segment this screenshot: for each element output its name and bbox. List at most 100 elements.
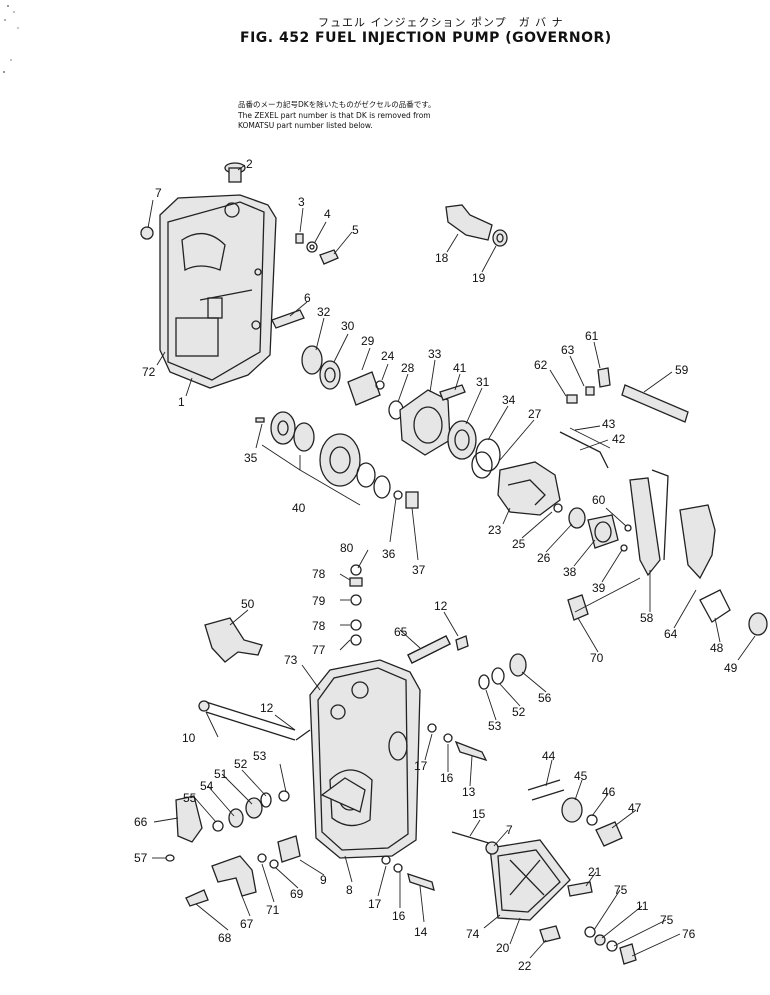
callout-69: 69 [290,887,304,901]
callout-56: 56 [538,691,552,705]
leader-lines [147,164,756,959]
callout-47: 47 [628,801,642,815]
callout-78a: 78 [312,567,326,581]
callout-24: 24 [381,349,395,363]
callout-21: 21 [588,865,602,879]
callout-4: 4 [324,207,331,221]
callout-73: 73 [284,653,298,667]
callout-40: 40 [292,501,306,515]
callout-57: 57 [134,851,148,865]
figure-title: FIG. 452 FUEL INJECTION PUMP (GOVERNOR) [240,30,612,46]
governor-lever-linkage [559,367,768,636]
callout-31: 31 [476,375,490,389]
callout-36: 36 [382,547,396,561]
callout-6: 6 [304,291,311,305]
callout-43: 43 [602,417,616,431]
callout-51: 51 [214,767,228,781]
callout-72: 72 [142,365,156,379]
callout-50: 50 [241,597,255,611]
callout-20: 20 [496,941,510,955]
callout-15: 15 [472,807,486,821]
callout-60: 60 [592,493,606,507]
callout-67: 67 [240,917,254,931]
callout-18: 18 [435,251,449,265]
part-number-note-line1: The ZEXEL part number is that DK is remo… [238,111,431,120]
callout-30: 30 [341,319,355,333]
callout-64: 64 [664,627,678,641]
callout-49: 49 [724,661,738,675]
callout-61: 61 [585,329,599,343]
left-side-parts [165,564,451,907]
bolts-and-springs [198,635,637,965]
callout-11: 11 [636,899,649,913]
callout-7: 7 [155,186,162,200]
callout-2: 2 [246,157,253,171]
callout-9: 9 [320,873,327,887]
callout-48: 48 [710,641,724,655]
callout-16a: 16 [440,771,454,785]
callout-44: 44 [542,749,556,763]
callout-1: 1 [178,395,185,409]
callout-32: 32 [317,305,331,319]
part-number-note-line2: KOMATSU part number listed below. [238,121,373,130]
drive-gear-assembly [255,345,501,509]
breather-cap-part-2 [224,162,246,183]
callout-80: 80 [340,541,354,555]
callout-74: 74 [466,927,480,941]
callout-53b: 53 [253,749,267,763]
part-number-note-jp: 品番のメーカ記号DKを除いたものがゼクセルの品番です。 [238,100,436,109]
callout-70: 70 [590,651,604,665]
callout-54: 54 [200,779,214,793]
callout-55: 55 [183,791,197,805]
callout-78b: 78 [312,619,326,633]
callout-22: 22 [518,959,532,973]
callout-62: 62 [534,358,548,372]
callout-77: 77 [312,643,326,657]
callout-29: 29 [361,334,375,348]
callout-63: 63 [561,343,575,357]
fitting-part-18 [445,204,508,247]
cover-plate-part-20 [489,839,571,921]
callout-3: 3 [298,195,305,209]
callout-17a: 17 [414,759,428,773]
callout-35: 35 [244,451,258,465]
callout-7b: 7 [506,823,513,837]
callout-labels: 1 2 3 4 5 6 7 72 18 19 32 30 29 24 28 33… [134,157,738,973]
cover-small-parts [140,226,339,329]
callout-16b: 16 [392,909,406,923]
callout-71: 71 [266,903,280,917]
callout-10: 10 [182,731,196,745]
callout-52a: 52 [512,705,526,719]
callout-19: 19 [472,271,486,285]
figure-title-japanese: フュエル インジェクション ポンプ ガ バ ナ [318,16,564,29]
callout-26: 26 [537,551,551,565]
callout-28: 28 [401,361,415,375]
flyweight-assembly [497,461,632,552]
callout-5: 5 [352,223,359,237]
callout-38: 38 [563,565,577,579]
callout-12b: 12 [260,701,274,715]
callout-33: 33 [428,347,442,361]
callout-12a: 12 [434,599,448,613]
callout-66: 66 [134,815,148,829]
callout-17b: 17 [368,897,382,911]
callout-27: 27 [528,407,542,421]
callout-52b: 52 [234,757,248,771]
callout-42: 42 [612,432,626,446]
callout-13: 13 [462,785,476,799]
callout-75a: 75 [614,883,628,897]
callout-46: 46 [602,785,616,799]
scan-speckle [3,5,19,73]
callout-68: 68 [218,931,232,945]
callout-53a: 53 [488,719,502,733]
callout-14: 14 [414,925,428,939]
callout-8: 8 [346,883,353,897]
callout-45: 45 [574,769,588,783]
callout-75b: 75 [660,913,674,927]
callout-34: 34 [502,393,516,407]
callout-37: 37 [412,563,426,577]
callout-23: 23 [488,523,502,537]
callout-41: 41 [453,361,467,375]
callout-79: 79 [312,594,326,608]
